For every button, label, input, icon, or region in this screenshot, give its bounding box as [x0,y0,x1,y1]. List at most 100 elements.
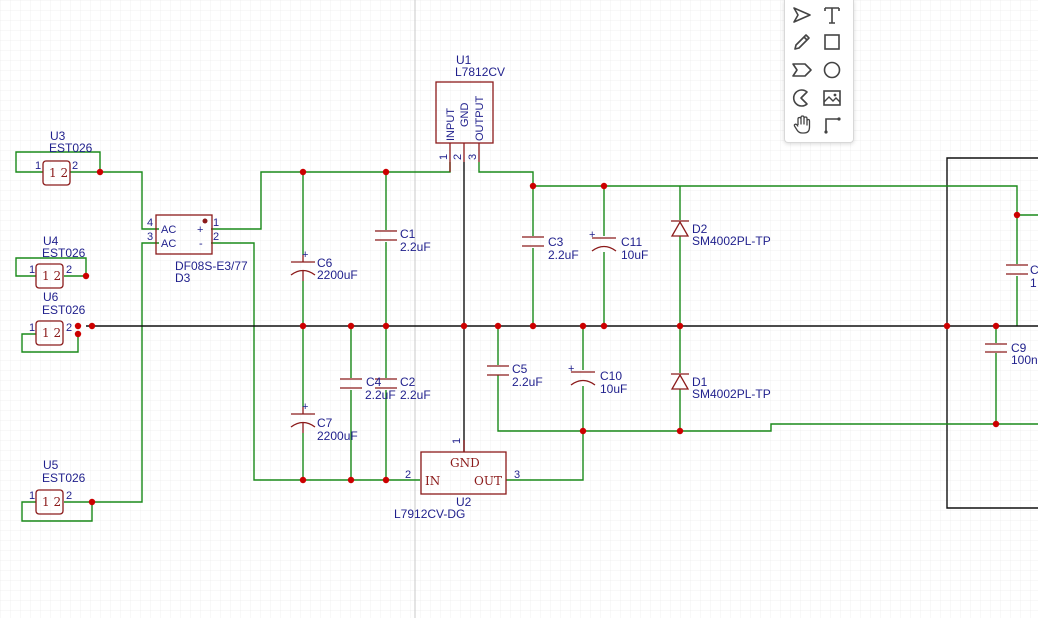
u1-ref: U1 [456,53,472,67]
d1-ref: D1 [692,375,708,389]
u2-value: L7912CV-DG [394,507,465,521]
capacitor-c9[interactable]: C9 100n [985,341,1038,367]
diode-d2[interactable]: D2 SM4002PL-TP [670,220,771,248]
d3-ac1: AC [161,224,176,236]
wires [15,151,1038,522]
u2-pin-out: OUT [474,474,502,488]
pencil-icon[interactable] [790,30,814,54]
u6-pin-1: 1 [29,322,35,334]
u3-pin-2: 2 [72,160,78,172]
c9-value: 100n [1011,353,1038,367]
regulator-u2[interactable]: GND IN OUT 1 2 3 U2 L7912CV-DG [394,438,520,521]
u4-body: 1 2 [42,269,61,283]
d3-pin-4: 4 [147,217,153,229]
u1-pin-output: OUTPUT [474,96,486,142]
capacitor-c4[interactable]: C4 2.2uF [340,375,396,402]
u3-pin-1: 1 [35,160,41,172]
u5-value: EST026 [42,471,86,485]
flag-icon[interactable] [790,58,814,82]
capacitor-partial[interactable]: C 1 [1006,263,1038,290]
d3-ref: D3 [175,271,191,285]
u1-pin-1: 1 [438,154,450,160]
u6-pin-2: 2 [66,322,72,334]
bridge-rectifier-d3[interactable]: AC AC + - 4 3 1 2 DF08S-E3/77 D3 [147,214,248,285]
diode-d1[interactable]: D1 SM4002PL-TP [670,373,771,401]
u2-pin-3: 3 [514,469,520,481]
rectangle-icon[interactable] [820,30,844,54]
c2-ref: C2 [400,375,416,389]
connector-u6[interactable]: 1 2 1 2 U6 EST026 [29,290,86,346]
u3-ref: U3 [50,129,66,143]
capacitor-c1[interactable]: C1 2.2uF [375,227,431,254]
svg-text:+: + [589,229,595,241]
d3-value: DF08S-E3/77 [175,259,248,273]
ground-net [86,162,1038,452]
c7-value: 2200uF [317,429,358,443]
u1-pin-input: INPUT [445,108,457,141]
connector-u4[interactable]: 1 2 1 2 U4 EST026 [29,234,86,289]
capacitor-c7[interactable]: + C7 2200uF [290,401,358,443]
text-icon[interactable] [820,3,844,27]
u2-ref: U2 [456,495,472,509]
c5-ref: C5 [512,362,528,376]
c11-value: 10uF [621,248,648,262]
c6-value: 2200uF [317,268,358,282]
svg-text:+: + [302,401,308,413]
c11-ref: C11 [621,235,642,249]
d3-ac2: AC [161,238,176,250]
capacitor-c6[interactable]: + C6 2200uF [290,249,358,282]
c1-ref: C1 [400,227,416,241]
u1-pin-3: 3 [467,154,479,160]
u6-body: 1 2 [42,326,61,340]
c3-ref: C3 [548,235,564,249]
connector-u5[interactable]: 1 2 1 2 U5 EST026 [29,458,86,515]
d2-ref: D2 [692,222,708,236]
c2-value: 2.2uF [400,388,431,402]
d3-plus: + [197,224,203,236]
capacitor-c11[interactable]: + C11 10uF [589,229,648,262]
c4-value: 2.2uF [365,388,396,402]
capacitor-c2[interactable]: C2 2.2uF [375,375,431,402]
d2-value: SM4002PL-TP [692,234,771,248]
u2-pin-1: 1 [451,438,463,444]
arc-icon[interactable] [790,86,814,110]
capacitor-c10[interactable]: + C10 10uF [568,363,627,396]
image-icon[interactable] [820,86,844,110]
u3-value: EST026 [49,141,93,155]
cx-ref: C [1030,263,1038,277]
u5-pin-1: 1 [29,490,35,502]
u5-body: 1 2 [42,495,61,509]
wire-corner-icon[interactable] [820,113,844,137]
c10-ref: C10 [600,369,622,383]
select-arrow-icon[interactable] [790,3,814,27]
u4-value: EST026 [42,246,86,260]
c5-value: 2.2uF [512,375,543,389]
circle-icon[interactable] [820,58,844,82]
capacitor-c3[interactable]: C3 2.2uF [522,235,579,262]
sheet-border [946,157,1038,509]
junctions [74,168,1021,506]
capacitor-c5[interactable]: C5 2.2uF [487,362,543,389]
hand-icon[interactable] [790,113,814,137]
c4-ref: C4 [366,375,382,389]
d3-pin-1: 1 [213,217,219,229]
c3-value: 2.2uF [548,248,579,262]
svg-text:+: + [302,249,308,261]
u1-value: L7812CV [455,65,505,79]
u4-pin-2: 2 [66,264,72,276]
u2-pin-2: 2 [405,469,411,481]
u2-pin-gnd: GND [450,456,480,470]
u1-pin-gnd: GND [459,103,471,128]
drawing-toolbar [784,0,854,143]
regulator-u1[interactable]: U1 L7812CV INPUT GND OUTPUT 1 2 3 [435,53,505,172]
d3-minus: - [199,238,203,250]
u5-ref: U5 [43,458,59,472]
u5-pin-2: 2 [66,490,72,502]
cx-value: 1 [1030,276,1037,290]
svg-text:+: + [568,363,574,375]
c7-ref: C7 [317,416,333,430]
connector-u3[interactable]: 1 2 1 2 U3 EST026 [35,129,93,186]
d3-pin-3: 3 [147,231,153,243]
